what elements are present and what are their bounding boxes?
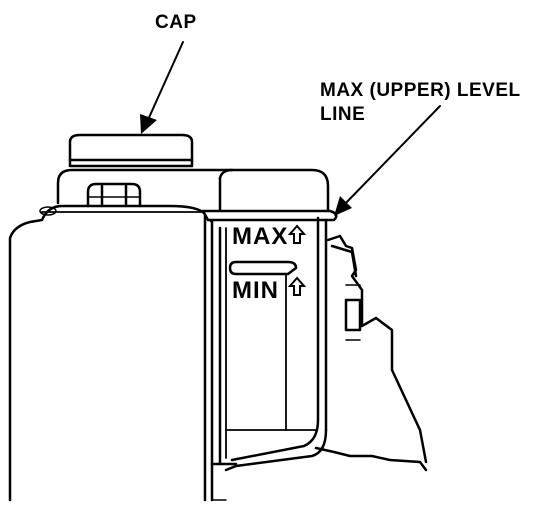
reservoir-cap bbox=[68, 133, 194, 168]
master-cylinder-body bbox=[8, 204, 214, 502]
cap-arrowhead bbox=[140, 114, 157, 134]
max-level-line-label-cont: LINE bbox=[320, 104, 366, 125]
max-level-line bbox=[201, 209, 338, 222]
outlet-fitting bbox=[326, 234, 428, 464]
reservoir-left-wall bbox=[203, 212, 227, 502]
max-line-arrowhead bbox=[334, 196, 352, 216]
max-marking: MAX bbox=[232, 223, 288, 250]
cap-label: CAP bbox=[155, 12, 197, 33]
reservoir-right-side bbox=[224, 216, 328, 472]
bracket-corner bbox=[218, 168, 234, 180]
max-up-arrow-icon bbox=[287, 224, 307, 244]
min-level-slot bbox=[228, 260, 298, 276]
hex-nut bbox=[86, 182, 142, 208]
min-marking: MIN bbox=[232, 277, 279, 304]
max-level-line-label: MAX (UPPER) LEVEL bbox=[320, 80, 521, 101]
reservoir-base bbox=[210, 446, 428, 501]
min-up-arrow-icon bbox=[287, 276, 307, 296]
leader-lines bbox=[146, 41, 441, 208]
